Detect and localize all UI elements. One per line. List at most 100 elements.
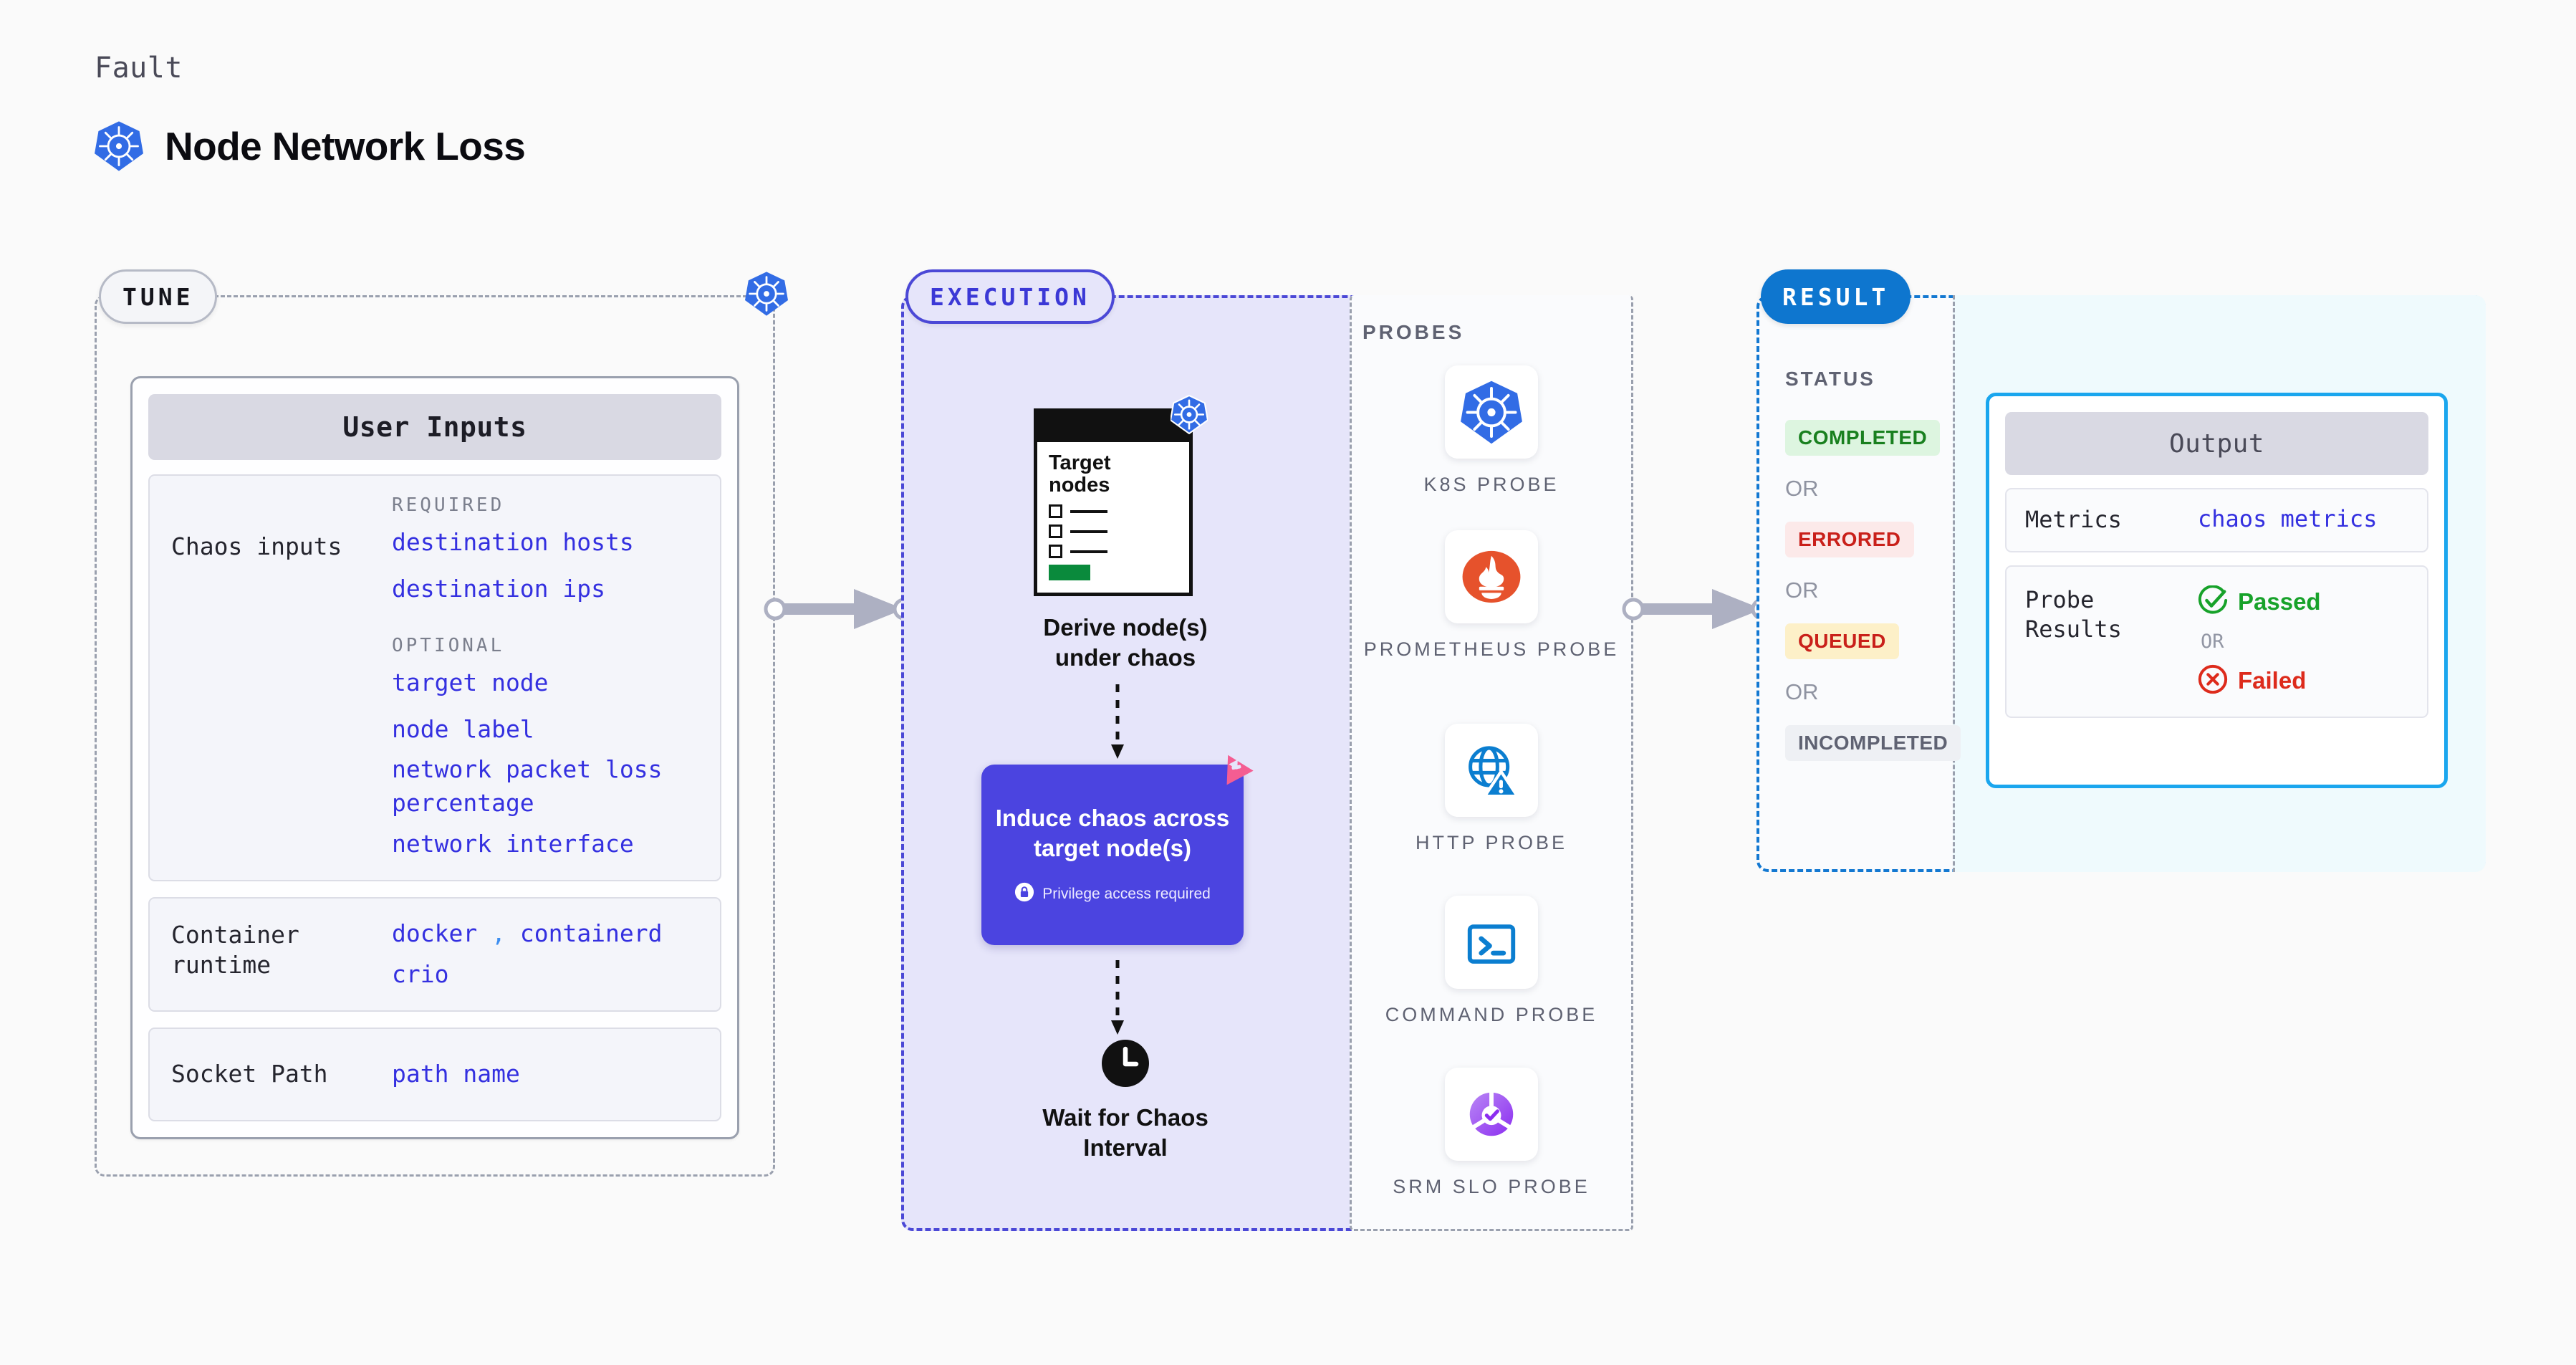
derive-nodes-caption: Derive node(s) under chaos (901, 613, 1350, 673)
container-runtime-values[interactable]: docker , containerd (392, 917, 698, 951)
stage-badge-result: RESULT (1761, 269, 1911, 324)
litmus-logo-icon (1213, 749, 1258, 794)
status-badge-completed: COMPLETED (1785, 420, 1941, 456)
list-item (1049, 545, 1178, 559)
socket-path-row: Socket Path path name (148, 1027, 721, 1121)
socket-path-value[interactable]: path name (392, 1059, 520, 1088)
probe-result-passed: Passed (2198, 584, 2321, 619)
list-item (1049, 504, 1178, 519)
list-item (1049, 525, 1178, 539)
or-separator: OR (1785, 679, 1819, 704)
page-title-row: Node Network Loss (95, 120, 526, 172)
target-nodes-list (1049, 504, 1178, 559)
metrics-row: Metrics chaos metrics (2005, 488, 2428, 552)
probe-label: K8S PROBE (1423, 474, 1559, 495)
runtime-crio[interactable]: crio (392, 959, 449, 988)
user-inputs-card: User Inputs Chaos inputs REQUIRED destin… (130, 376, 739, 1139)
probe-k8s[interactable]: K8S PROBE (1350, 365, 1633, 497)
checkbox-icon[interactable] (1049, 525, 1062, 539)
probe-label: HTTP PROBE (1415, 832, 1568, 853)
probe-prometheus[interactable]: PROMETHEUS PROBE (1350, 530, 1633, 662)
placeholder-line (1070, 550, 1107, 553)
kubernetes-icon (745, 271, 788, 320)
probe-command[interactable]: COMMAND PROBE (1350, 896, 1633, 1028)
prometheus-icon (1462, 550, 1521, 603)
input-target-node[interactable]: target node (392, 668, 549, 696)
confirm-button[interactable] (1049, 565, 1090, 581)
connector-execution-to-result (1622, 589, 1774, 629)
kubernetes-icon (1461, 380, 1522, 444)
lock-icon (1014, 882, 1034, 906)
input-destination-hosts[interactable]: destination hosts (392, 528, 634, 556)
page-title: Node Network Loss (165, 124, 526, 168)
induce-chaos-step: Induce chaos across target node(s) Privi… (981, 755, 1254, 945)
placeholder-line (1070, 530, 1107, 533)
wait-caption-line1: Wait for Chaos (1042, 1104, 1208, 1131)
terminal-icon (1467, 924, 1516, 964)
metrics-value[interactable]: chaos metrics (2198, 505, 2378, 532)
input-network-interface[interactable]: network interface (392, 830, 634, 858)
globe-warning-icon (1469, 746, 1519, 798)
probe-label: PROMETHEUS PROBE (1363, 638, 1620, 660)
probe-tile (1445, 896, 1538, 989)
output-title: Output (2005, 412, 2428, 475)
stage-badge-tune: TUNE (99, 269, 218, 324)
metrics-label: Metrics (2025, 506, 2122, 533)
probe-srm-slo[interactable]: SRM SLO PROBE (1350, 1068, 1633, 1199)
status-badge-errored: ERRORED (1785, 522, 1914, 557)
probe-label: SRM SLO PROBE (1393, 1176, 1590, 1197)
checkbox-icon[interactable] (1049, 504, 1062, 519)
runtime-containerd[interactable]: containerd (519, 919, 663, 948)
clock-icon (1101, 1039, 1150, 1091)
probe-tile (1445, 365, 1538, 459)
connector-tune-to-execution (764, 589, 915, 629)
target-nodes-title-line2: nodes (1049, 473, 1110, 497)
socket-path-label: Socket Path (171, 1059, 328, 1088)
probes-title: PROBES (1363, 321, 1465, 343)
input-node-label[interactable]: node label (392, 714, 534, 743)
wait-chaos-interval-step: Wait for Chaos Interval (901, 1039, 1350, 1163)
kubernetes-icon (1169, 394, 1209, 438)
probe-tile (1445, 530, 1538, 623)
input-network-packet-loss-percentage[interactable]: network packet loss percentage (392, 755, 663, 818)
srm-slo-icon (1469, 1090, 1514, 1136)
status-title: STATUS (1785, 368, 1875, 390)
kubernetes-icon (95, 120, 143, 172)
runtime-docker[interactable]: docker (392, 919, 478, 948)
checkbox-icon[interactable] (1049, 545, 1062, 559)
probe-tile (1445, 724, 1538, 817)
chaos-title-line1: Induce chaos across (995, 805, 1230, 832)
x-circle-icon (2198, 664, 2228, 698)
flow-arrow-down-2 (1111, 960, 1124, 1035)
container-runtime-row: Container runtime docker , containerd cr… (148, 897, 721, 1012)
derive-caption-line2: under chaos (1054, 644, 1196, 671)
target-nodes-title-line1: Target (1049, 451, 1111, 474)
stage-badge-execution: EXECUTION (905, 269, 1115, 324)
user-inputs-title: User Inputs (148, 394, 721, 460)
fault-kicker: Fault (95, 52, 183, 85)
flow-arrow-down-1 (1111, 684, 1124, 759)
passed-label: Passed (2238, 588, 2321, 616)
status-badge-incompleted: INCOMPLETED (1785, 725, 1961, 761)
tune-panel (95, 295, 775, 1177)
wait-caption-line2: Interval (1083, 1134, 1168, 1162)
status-badge-queued: QUEUED (1785, 623, 1899, 659)
privilege-note: Privilege access required (1014, 882, 1211, 906)
target-nodes-card: Target nodes (1034, 394, 1209, 596)
chaos-inputs-row: Chaos inputs REQUIRED destination hosts … (148, 474, 721, 882)
probe-http[interactable]: HTTP PROBE (1350, 724, 1633, 856)
probe-tile (1445, 1068, 1538, 1161)
failed-label: Failed (2238, 667, 2307, 694)
optional-group-label: OPTIONAL (392, 634, 505, 656)
or-separator: OR (2201, 630, 2224, 653)
required-group-label: REQUIRED (392, 494, 505, 516)
derive-caption-line1: Derive node(s) (1043, 614, 1208, 641)
or-separator: OR (1785, 578, 1819, 603)
runtime-separator: , (491, 919, 506, 948)
input-destination-ips[interactable]: destination ips (392, 574, 606, 603)
probe-result-failed: Failed (2198, 664, 2321, 698)
chaos-inputs-label: Chaos inputs (171, 532, 342, 560)
